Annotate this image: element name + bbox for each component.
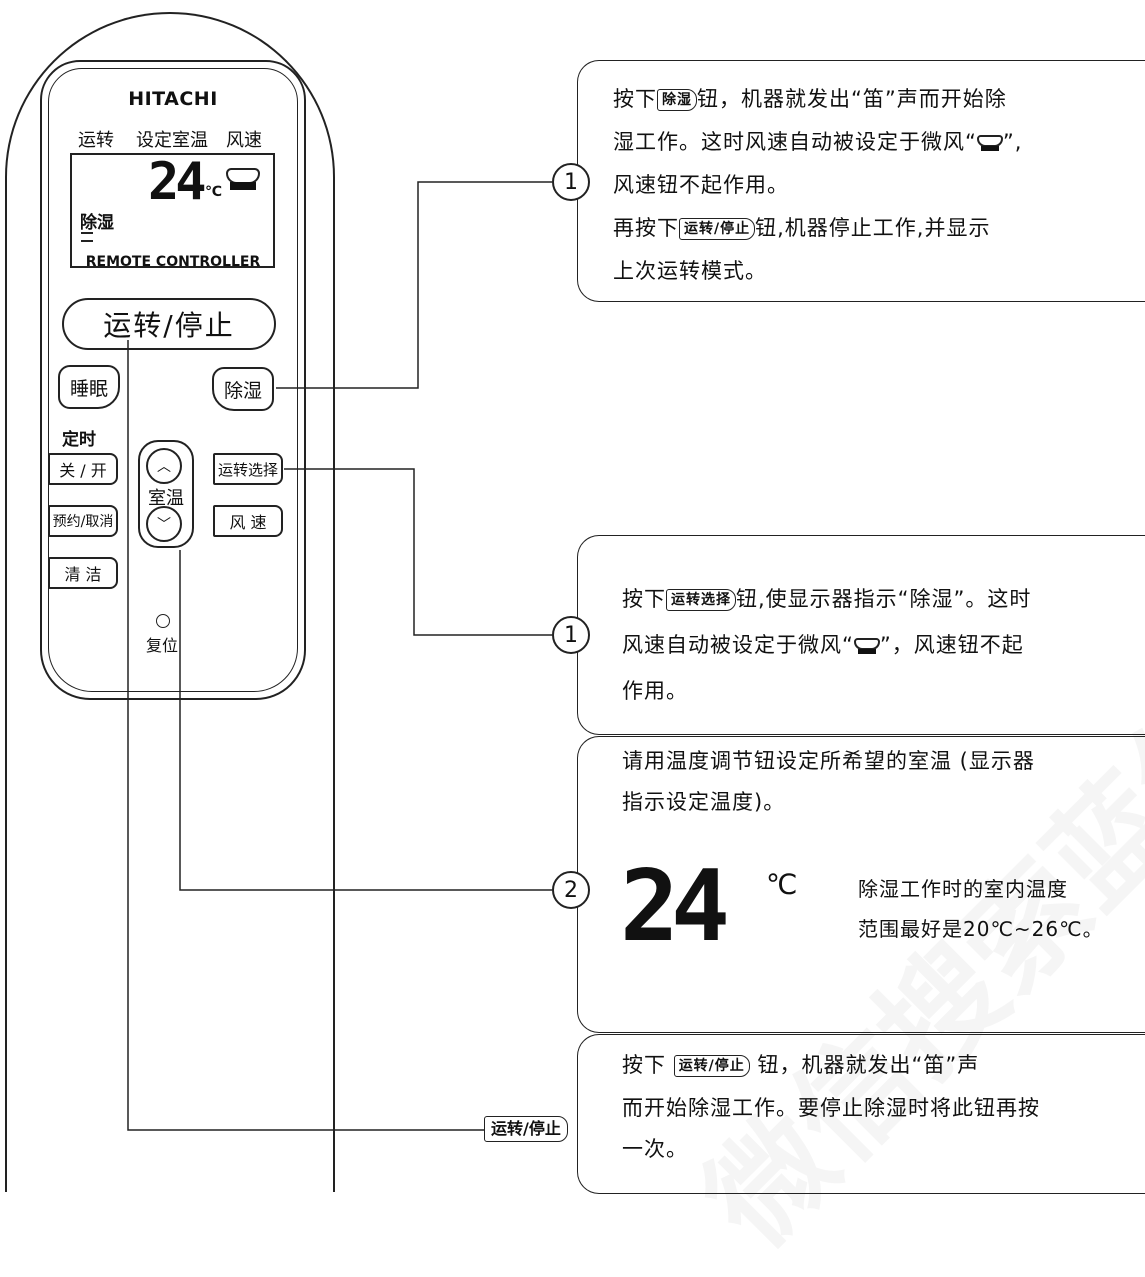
timer-label: 定时 bbox=[62, 430, 96, 450]
remote-controller-label: REMOTE CONTROLLER bbox=[85, 254, 261, 270]
room-temp-label: 室温 bbox=[148, 488, 184, 509]
box2-line2: 风速自动被设定于微风“”，风速钮不起 bbox=[622, 633, 1024, 657]
remote-panel bbox=[40, 60, 306, 700]
clean-button[interactable]: 清 洁 bbox=[48, 557, 118, 589]
chevron-down-icon: ﹀ bbox=[157, 517, 171, 533]
temperature-display: 24 bbox=[620, 850, 730, 964]
brand-logo: HITACHI bbox=[128, 88, 218, 110]
box3-note1: 除湿工作时的室内温度 bbox=[858, 877, 1068, 901]
box2-line1: 按下运转选择钮,使显示器指示“除湿”。这时 bbox=[622, 587, 1032, 611]
box3-note2: 范围最好是20℃~26℃。 bbox=[858, 917, 1104, 941]
temp-up-button[interactable]: ︿ bbox=[146, 448, 182, 484]
off-on-button[interactable]: 关 / 开 bbox=[48, 453, 118, 485]
box1-runstop-tag: 运转/停止 bbox=[679, 218, 756, 240]
temp-down-button[interactable]: ﹀ bbox=[146, 506, 182, 542]
connector-lines bbox=[127, 181, 552, 1131]
lcd-fan-icon bbox=[226, 168, 260, 196]
callout-number-2: 2 bbox=[552, 871, 590, 909]
runstop-callout-tag: 运转/停止 bbox=[484, 1116, 568, 1142]
box4-runstop-tag: 运转/停止 bbox=[673, 1055, 750, 1077]
temperature-unit: ℃ bbox=[766, 868, 798, 901]
box4-line2: 而开始除湿工作。要停止除湿时将此钮再按 bbox=[622, 1096, 1040, 1120]
remote-body bbox=[5, 12, 335, 1192]
box2-line3: 作用。 bbox=[622, 679, 688, 703]
lcd-mode-indicator bbox=[81, 232, 93, 242]
dehumidify-button[interactable]: 除湿 bbox=[212, 367, 274, 411]
box1-line2: 湿工作。这时风速自动被设定于微风“”, bbox=[613, 130, 1023, 154]
box4-line1: 按下 运转/停止 钮，机器就发出“笛”声 bbox=[622, 1053, 980, 1077]
reset-label: 复位 bbox=[146, 636, 179, 655]
run-stop-button[interactable]: 运转/停止 bbox=[62, 298, 276, 350]
reset-hole[interactable] bbox=[156, 614, 170, 628]
lcd-temperature: 24 bbox=[148, 152, 207, 212]
mode-select-button[interactable]: 运转选择 bbox=[213, 453, 283, 485]
temp-rocker bbox=[138, 440, 194, 548]
sleep-button[interactable]: 睡眠 bbox=[58, 365, 120, 409]
lcd-label-settemp: 设定室温 bbox=[136, 130, 208, 151]
callout-number-1a: 1 bbox=[552, 163, 590, 201]
box4-line3: 一次。 bbox=[622, 1137, 688, 1161]
box1-line3: 风速钮不起作用。 bbox=[613, 173, 789, 197]
lcd-label-fan: 风速 bbox=[226, 130, 262, 151]
lcd-mode: 除湿 bbox=[80, 213, 114, 233]
fan-icon bbox=[853, 638, 880, 654]
callout-number-1b: 1 bbox=[552, 616, 590, 654]
box3-line2: 指示设定温度)。 bbox=[622, 790, 786, 814]
box3-line1: 请用温度调节钮设定所希望的室温 (显示器 bbox=[622, 749, 1035, 773]
remote-panel-inner bbox=[48, 68, 298, 692]
lcd-label-run: 运转 bbox=[78, 130, 114, 151]
fan-speed-button[interactable]: 风 速 bbox=[213, 505, 283, 537]
lcd-display bbox=[70, 153, 275, 268]
box2-mode-tag: 运转选择 bbox=[666, 589, 736, 611]
box1-dehumidify-tag: 除湿 bbox=[657, 89, 697, 111]
chevron-up-icon: ︿ bbox=[157, 459, 171, 475]
reserve-cancel-button[interactable]: 预约/取消 bbox=[48, 505, 118, 537]
lcd-temp-unit: ℃ bbox=[205, 184, 222, 200]
box1-line4: 再按下运转/停止钮,机器停止工作,并显示 bbox=[613, 216, 991, 240]
box1-line1: 按下除湿钮，机器就发出“笛”声而开始除 bbox=[613, 87, 1007, 111]
fan-icon bbox=[976, 135, 1003, 151]
box1-line5: 上次运转模式。 bbox=[613, 259, 767, 283]
